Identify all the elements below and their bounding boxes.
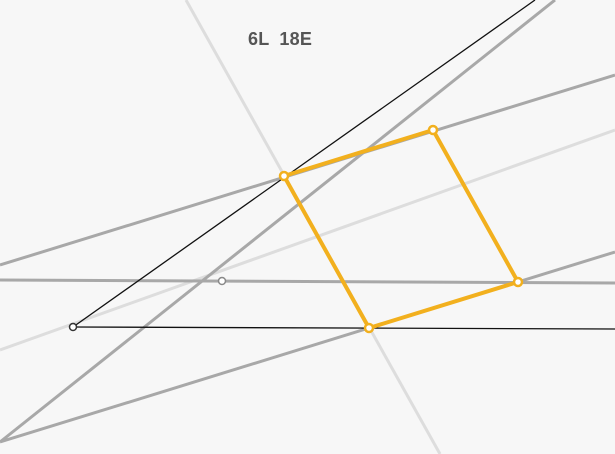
quadrilateral-vertices [278, 124, 524, 334]
line-count-label: 6L [248, 28, 270, 49]
base-lines [72, 0, 615, 330]
vertex-bottom-right[interactable] [512, 276, 524, 288]
score-hud: 6L 18E [248, 27, 312, 51]
intersection-point[interactable] [217, 276, 227, 286]
black-line-diagonal[interactable] [72, 0, 536, 328]
vertex-bottom-left[interactable] [363, 322, 375, 334]
free-point[interactable] [68, 322, 78, 332]
faint-line-diagonal[interactable] [0, 128, 615, 352]
edge-count-label: 18E [279, 28, 313, 49]
gray-line-steep[interactable] [0, 0, 556, 444]
vertex-top-left[interactable] [278, 170, 290, 182]
black-line-horizontal[interactable] [72, 326, 615, 330]
vertex-top-right[interactable] [427, 124, 439, 136]
